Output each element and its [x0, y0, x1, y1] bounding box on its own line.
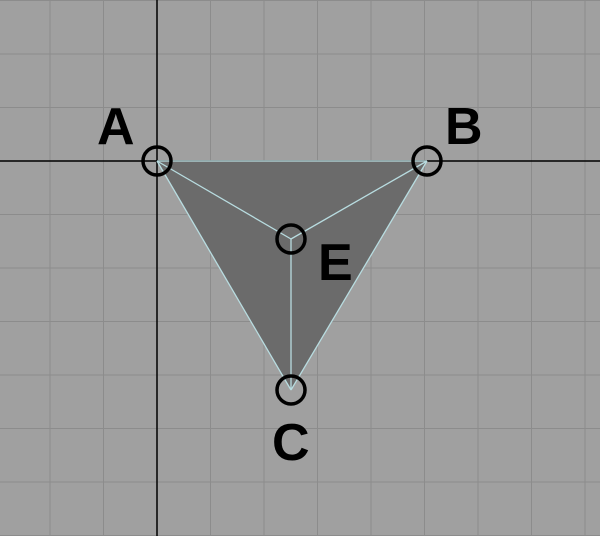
edge-c-a	[156, 160, 292, 391]
edge-a-e	[156, 160, 292, 240]
vertex-b-handle[interactable]	[411, 145, 443, 177]
vertex-e-label: E	[318, 234, 353, 292]
vertex-e-handle[interactable]	[275, 223, 307, 255]
vertex-c-label: C	[272, 414, 310, 472]
vertex-c-handle[interactable]	[275, 374, 307, 406]
edge-b-c	[290, 160, 428, 391]
triangle-face[interactable]	[157, 161, 427, 390]
triangle-edges	[156, 160, 428, 391]
vertex-a-label: A	[97, 98, 135, 156]
edge-b-e	[290, 160, 428, 240]
vertex-a-handle[interactable]	[141, 145, 173, 177]
vertex-b-label: B	[445, 98, 483, 156]
